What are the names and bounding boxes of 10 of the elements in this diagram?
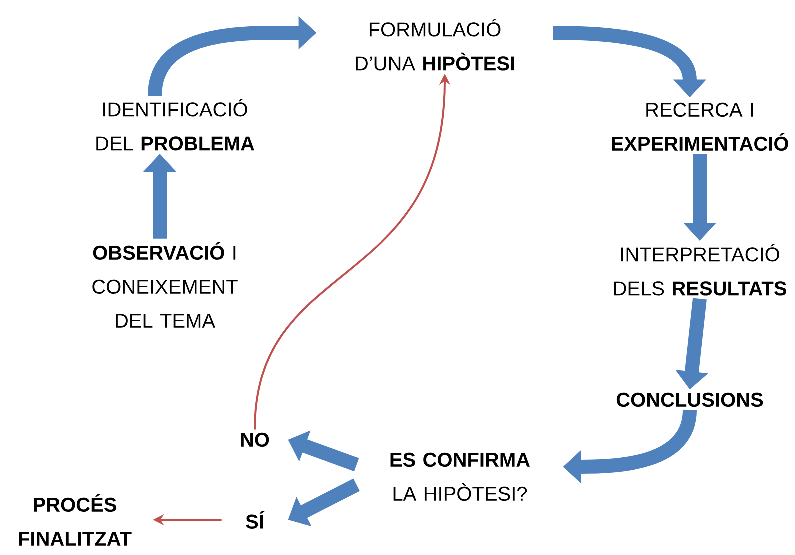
step-label: NO	[241, 432, 270, 448]
step-label: SÍ	[246, 511, 265, 529]
step-label: INTERPRETACIÓ DELS RESULTATS	[614, 244, 786, 296]
step-label: PROCÉS FINALITZAT	[19, 494, 132, 546]
step-label: FORMULACIÓ D’UNA HIPÒTESI	[356, 19, 514, 71]
step-label: CONCLUSIONS	[616, 392, 764, 408]
step-label: OBSERVACIÓ I CONEIXEMENT DEL TEMA	[92, 242, 238, 328]
step-label: RECERCA I EXPERIMENTACIÓ	[612, 102, 788, 152]
step-label: IDENTIFICACIÓ DEL PROBLEMA	[96, 99, 254, 151]
step-label: ES CONFIRMA LA HIPÒTESI?	[390, 452, 530, 502]
